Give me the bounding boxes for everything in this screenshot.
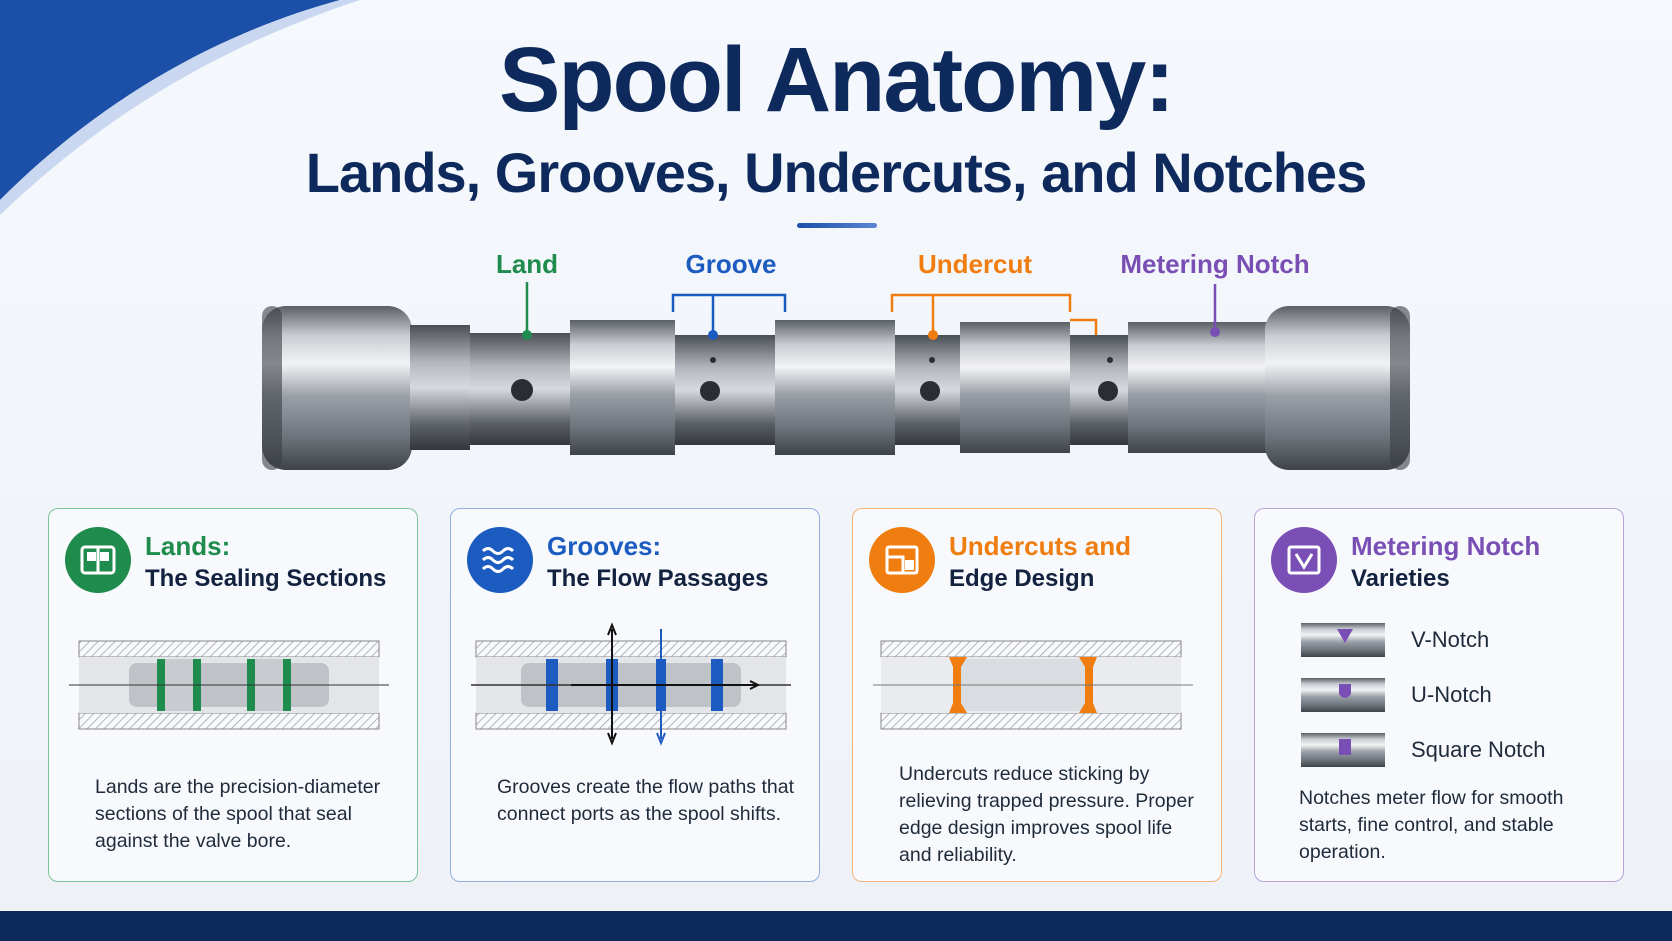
notch-type-u: U-Notch — [1301, 676, 1601, 716]
footer-bar — [0, 911, 1672, 941]
v-notch-icon — [1301, 623, 1385, 657]
card-grooves-body: Grooves create the flow paths that conne… — [497, 776, 794, 825]
notch-type-u-label: U-Notch — [1411, 682, 1492, 707]
notch-type-square-label: Square Notch — [1411, 737, 1546, 762]
page-subtitle: Lands, Grooves, Undercuts, and Notches — [305, 141, 1367, 204]
callout-groove-label: Groove — [685, 249, 777, 279]
card-undercuts-subheading: Edge Design — [949, 565, 1095, 592]
square-notch-icon — [1301, 733, 1385, 767]
spool-land-3 — [960, 322, 1070, 453]
card-undercuts-heading: Undercuts and — [949, 531, 1132, 561]
card-notches-subheading: Varieties — [1351, 565, 1450, 592]
card-undercuts-body: Undercuts reduce sticking by relieving t… — [899, 763, 1194, 866]
corner-swoosh-decoration — [0, 0, 360, 215]
card-lands: Lands: The Sealing Sections Lands are th… — [48, 508, 418, 882]
spool-land-1 — [570, 320, 675, 455]
notch-type-v: V-Notch — [1301, 621, 1601, 661]
card-grooves-heading: Grooves: — [547, 531, 662, 561]
undercut-cross-section-diagram — [873, 640, 1193, 730]
page-title: Spool Anatomy: — [499, 29, 1175, 131]
card-notches: Metering Notch Varieties V-Notch U-Notch… — [1254, 508, 1624, 882]
spool-illustration — [262, 282, 1410, 470]
spool-end-cap-right — [1265, 306, 1410, 470]
grooves-cross-section-diagram — [471, 622, 791, 746]
card-grooves: Grooves: The Flow Passages Grooves creat… — [450, 508, 820, 882]
waves-icon — [467, 527, 533, 593]
edge-profile-icon — [869, 527, 935, 593]
spool-land-2 — [775, 320, 895, 455]
card-lands-heading: Lands: — [145, 531, 231, 561]
notch-type-v-label: V-Notch — [1411, 627, 1490, 652]
notch-icon — [1271, 527, 1337, 593]
spool-end-cap-left — [262, 306, 412, 470]
spool-groove-2 — [675, 335, 775, 445]
card-lands-body: Lands are the precision-diameter section… — [95, 776, 381, 852]
u-notch-icon — [1301, 678, 1385, 712]
card-notches-body: Notches meter flow for smooth starts, fi… — [1299, 787, 1564, 863]
card-grooves-subheading: The Flow Passages — [547, 565, 769, 592]
notch-type-square: Square Notch — [1301, 731, 1601, 771]
callout-undercut-label: Undercut — [917, 249, 1033, 279]
land-section-icon — [65, 527, 131, 593]
card-undercuts: Undercuts and Edge Design Undercuts redu… — [852, 508, 1222, 882]
callout-notch-label: Metering Notch — [1120, 249, 1310, 279]
callout-land-label: Land — [495, 249, 559, 279]
lands-cross-section-diagram — [69, 640, 389, 730]
spool-land-4 — [1128, 322, 1283, 453]
card-notches-heading: Metering Notch — [1351, 531, 1541, 561]
card-lands-subheading: The Sealing Sections — [145, 565, 387, 592]
title-underline — [797, 223, 877, 228]
